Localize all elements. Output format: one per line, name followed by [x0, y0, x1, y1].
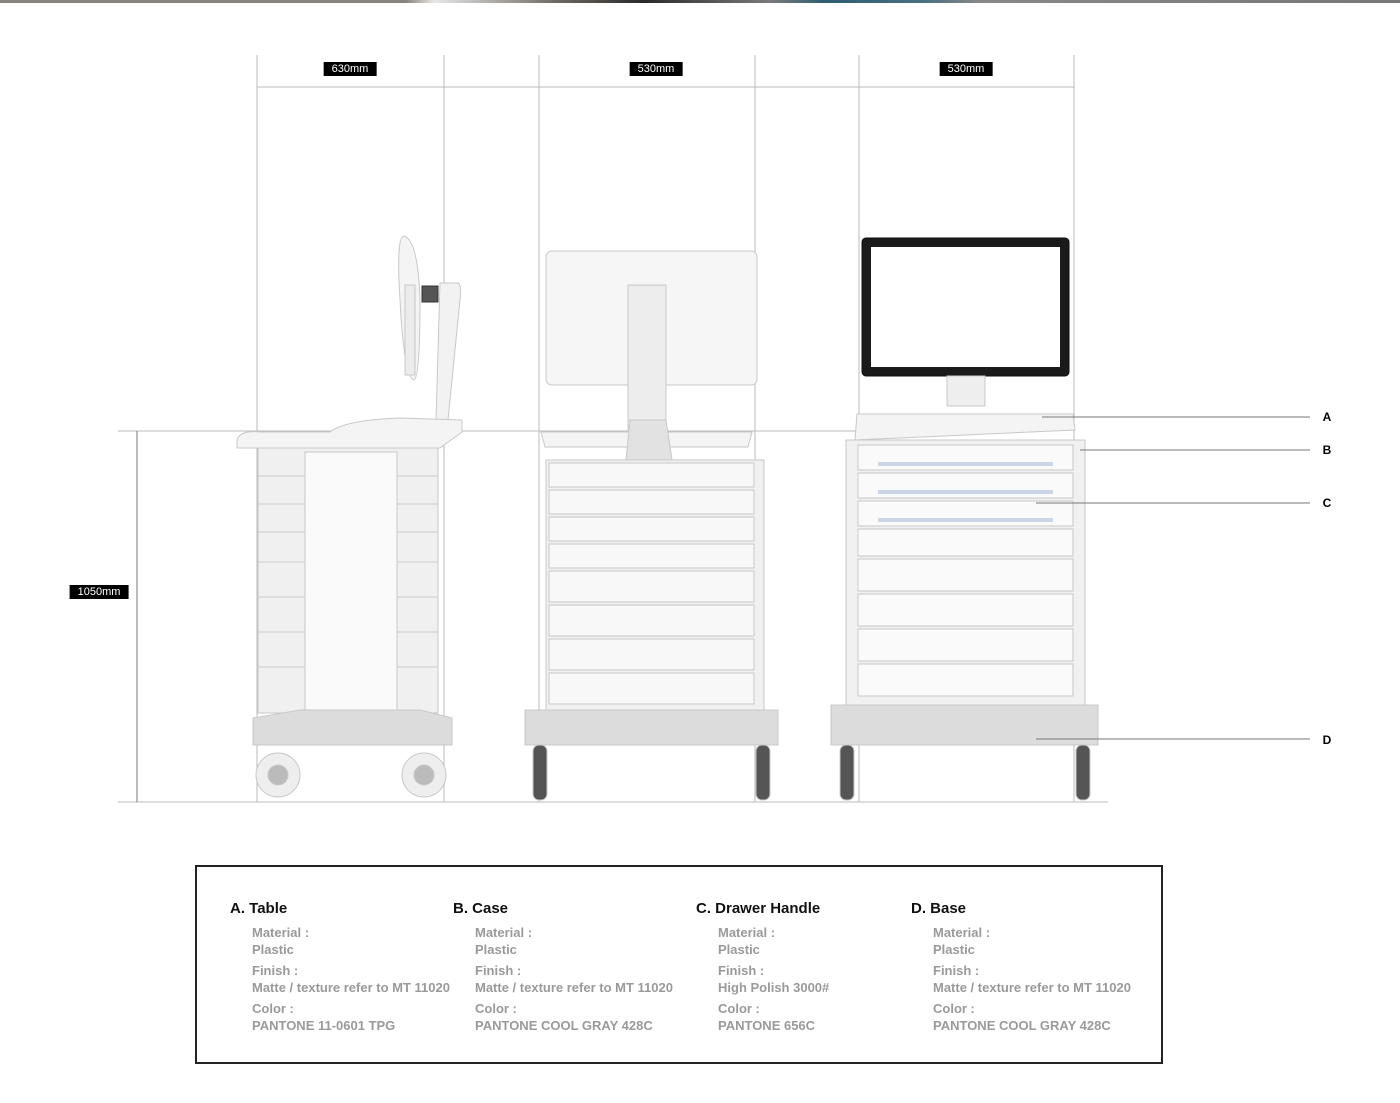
- finish-value: Matte / texture refer to MT 11020: [475, 979, 673, 995]
- finish-label: Finish :: [252, 963, 299, 978]
- cart-back-view: [830, 237, 1099, 801]
- color-label: Color :: [475, 1001, 517, 1016]
- spec-title: B. Case: [453, 900, 509, 917]
- finish-value: High Polish 3000#: [718, 979, 830, 995]
- color-value: PANTONE 656C: [718, 1017, 816, 1033]
- finish-value: Matte / texture refer to MT 11020: [933, 979, 1131, 995]
- color-label: Color :: [252, 1001, 294, 1016]
- spec-base-d: D. Base Material : Plastic Finish : Matt…: [911, 900, 1131, 1034]
- cart-side-view: [236, 235, 463, 798]
- spec-title: D. Base: [911, 900, 967, 917]
- color-value: PANTONE 11-0601 TPG: [252, 1017, 396, 1033]
- callout-c: C: [1322, 496, 1332, 510]
- callout-a: A: [1322, 410, 1332, 424]
- height-label: 1050mm: [69, 585, 129, 599]
- color-label: Color :: [933, 1001, 975, 1016]
- finish-label: Finish :: [718, 963, 765, 978]
- color-value: PANTONE COOL GRAY 428C: [933, 1017, 1111, 1033]
- side-width-label: 630mm: [323, 62, 377, 76]
- callout-b: B: [1322, 443, 1332, 457]
- material-label: Material :: [718, 925, 776, 940]
- material-label: Material :: [933, 925, 991, 940]
- cart-elevation-drawing: [118, 55, 1310, 803]
- material-value: Plastic: [252, 941, 294, 957]
- callout-leaders: [1036, 416, 1310, 740]
- finish-label: Finish :: [933, 963, 980, 978]
- callout-d: D: [1322, 733, 1332, 747]
- spec-title: C. Drawer Handle: [696, 900, 821, 917]
- front-width-label: 530mm: [629, 62, 683, 76]
- spec-drawer-handle-c: C. Drawer Handle Material : Plastic Fini…: [696, 900, 829, 1034]
- spec-table-a: A. Table Material : Plastic Finish : Mat…: [230, 900, 450, 1034]
- material-value: Plastic: [718, 941, 760, 957]
- material-value: Plastic: [475, 941, 517, 957]
- top-image-strip: [0, 0, 1400, 3]
- finish-label: Finish :: [475, 963, 522, 978]
- material-label: Material :: [475, 925, 533, 940]
- spec-case-b: B. Case Material : Plastic Finish : Matt…: [453, 900, 673, 1034]
- cart-front-view: [524, 250, 779, 801]
- material-value: Plastic: [933, 941, 975, 957]
- spec-title: A. Table: [230, 900, 288, 917]
- color-value: PANTONE COOL GRAY 428C: [475, 1017, 653, 1033]
- color-label: Color :: [718, 1001, 760, 1016]
- finish-value: Matte / texture refer to MT 11020: [252, 979, 450, 995]
- back-width-label: 530mm: [939, 62, 993, 76]
- spec-table: A. Table Material : Plastic Finish : Mat…: [195, 865, 1163, 1064]
- material-label: Material :: [252, 925, 310, 940]
